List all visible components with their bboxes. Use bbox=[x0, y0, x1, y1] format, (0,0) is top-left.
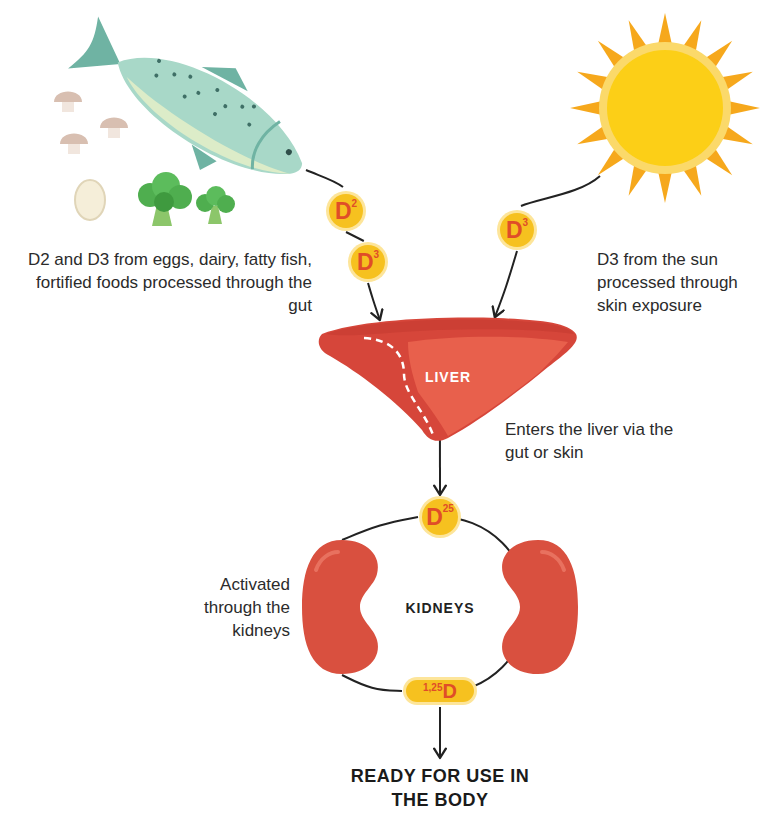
sun bbox=[570, 13, 760, 203]
vitamin-badge-shape bbox=[403, 677, 477, 705]
flow-arrow bbox=[342, 675, 402, 691]
sun-part bbox=[599, 42, 731, 174]
result-text: READY FOR USE IN THE BODY bbox=[345, 764, 535, 812]
vitamin-badge-shape bbox=[422, 499, 458, 535]
food-line bbox=[306, 170, 343, 187]
fish-part bbox=[116, 77, 291, 191]
liver-organ-shape bbox=[326, 320, 574, 336]
vitamin-badge: D2 bbox=[325, 190, 367, 232]
superscript: 25 bbox=[443, 504, 454, 514]
vitamin-badge-shape bbox=[329, 194, 363, 228]
vitamin-badge-shape bbox=[348, 242, 388, 282]
broccoli-part bbox=[154, 192, 174, 212]
vitamin-badge-shape bbox=[419, 496, 461, 538]
fish-part-part bbox=[172, 72, 177, 77]
mushrooms-part bbox=[54, 92, 82, 103]
vitamin-badge-shape bbox=[406, 680, 474, 702]
mushrooms-part bbox=[100, 118, 128, 129]
superscript: 2 bbox=[352, 199, 358, 209]
node-label: D bbox=[426, 506, 443, 529]
fish-part bbox=[147, 51, 261, 134]
flow-arrow bbox=[495, 251, 517, 317]
fish-part-part bbox=[223, 103, 228, 108]
vitamin-badge: D3 bbox=[347, 241, 389, 283]
vitamin-badge: D3 bbox=[496, 209, 538, 251]
source-note: D3 from the sun processed through skin e… bbox=[597, 248, 765, 317]
liver-organ-shape bbox=[364, 338, 434, 438]
vitamin-badge-shape bbox=[500, 213, 534, 247]
kidneys-organ-shape bbox=[542, 552, 564, 570]
sun-part bbox=[607, 50, 723, 166]
sun-line bbox=[521, 176, 600, 206]
fish bbox=[57, 0, 328, 213]
vitamin-badge: 1,25D bbox=[402, 676, 478, 706]
fish-part-part bbox=[154, 73, 159, 78]
fish-part bbox=[285, 148, 293, 156]
node-label: D bbox=[506, 219, 523, 242]
fish-part-part bbox=[251, 104, 256, 109]
kidneys-organ-shape bbox=[302, 540, 378, 674]
broccoli-part bbox=[217, 195, 235, 213]
flow-arrow bbox=[346, 232, 364, 241]
sun-rays bbox=[570, 13, 760, 203]
vitamin-badge-shape bbox=[351, 245, 385, 279]
flow-arrow bbox=[368, 283, 380, 320]
vitamin-badge: D25 bbox=[418, 495, 462, 539]
output-arrow bbox=[439, 707, 441, 758]
node-label: D bbox=[335, 200, 352, 223]
superscript: 1,25 bbox=[423, 683, 442, 693]
broccoli bbox=[138, 172, 235, 226]
fish-part bbox=[101, 31, 319, 197]
node-label: LIVER bbox=[425, 369, 471, 385]
node-label: D bbox=[443, 681, 457, 701]
kidneys-organ-shape bbox=[316, 552, 338, 570]
node-label: KIDNEYS bbox=[405, 600, 474, 616]
vitamin-badge-shape bbox=[497, 210, 537, 250]
fish-part-part bbox=[196, 90, 201, 95]
node-label: D bbox=[357, 251, 374, 274]
vitamin-badge-shape bbox=[326, 191, 366, 231]
flow-arrow bbox=[342, 517, 418, 540]
superscript: 3 bbox=[523, 218, 529, 228]
fish-part-part bbox=[247, 122, 252, 127]
step-note: Enters the liver via the gut or skin bbox=[505, 418, 695, 464]
mushrooms-part bbox=[60, 134, 88, 145]
fish-part-part bbox=[156, 58, 161, 63]
kidneys-organ: KIDNEYS bbox=[302, 540, 578, 675]
fish-part-part bbox=[212, 111, 217, 116]
step-note: Activated through the kidneys bbox=[170, 573, 290, 642]
fish-part-part bbox=[215, 87, 220, 92]
flow-arrow bbox=[439, 440, 441, 495]
kidneys-organ-shape bbox=[502, 540, 578, 674]
superscript: 3 bbox=[374, 250, 380, 260]
fish-part-part bbox=[188, 74, 193, 79]
source-note: D2 and D3 from eggs, dairy, fatty fish, … bbox=[12, 248, 312, 317]
fish-part-part bbox=[182, 94, 187, 99]
mushrooms bbox=[54, 92, 128, 155]
fish-part bbox=[246, 118, 280, 169]
egg bbox=[75, 180, 105, 220]
fish-part-part bbox=[240, 104, 245, 109]
